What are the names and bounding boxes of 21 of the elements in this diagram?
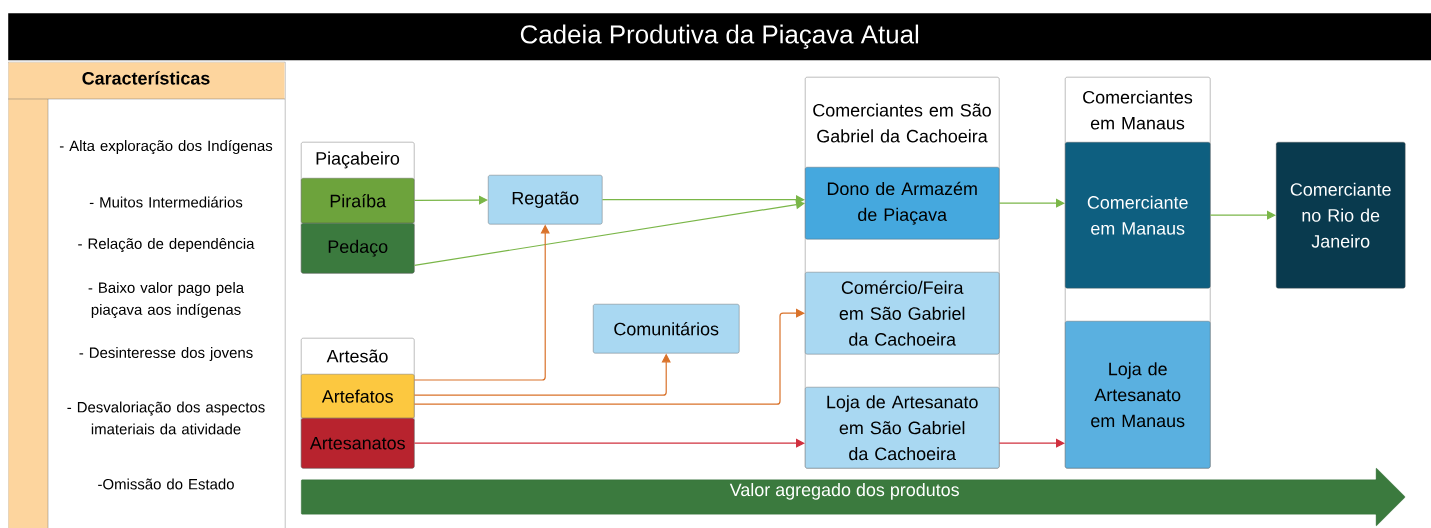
process-box: Loja de Artesanato em Manaus <box>1065 321 1211 469</box>
process-box: Artesanatos <box>301 418 415 469</box>
arrow <box>998 198 1065 208</box>
process-box: Artefatos <box>301 374 415 419</box>
arrow <box>998 438 1065 448</box>
process-box: Comerciante no Rio de Janeiro <box>1276 142 1406 289</box>
process-box: Loja de Artesanato em São Gabriel da Cachoeira <box>805 387 1000 469</box>
arrow <box>413 195 488 205</box>
process-box: Piraíba <box>301 178 415 224</box>
title-bar: Cadeia Produtiva da Piaçava Atual <box>8 13 1431 61</box>
process-box: Comerciante em Manaus <box>1065 142 1211 289</box>
arrow <box>413 308 805 405</box>
characteristics-panel: Características - Alta exploração dos Indígenas - Muitos Intermediários - Relação de dependência - Baixo valor pago pela piaçava aos indígenas - Desinteresse dos jovens - Desvaloriação dos aspectos imateriais da atividade -Omissão do Estado <box>7 62 286 528</box>
process-box: Regatão <box>488 175 603 225</box>
process-box: Comunitários <box>593 304 740 354</box>
arrow <box>1209 210 1276 220</box>
process-box: Dono de Armazém de Piaçava <box>805 167 1000 240</box>
arrow <box>413 438 805 448</box>
arrow <box>413 200 805 266</box>
process-box: Pedaço <box>301 223 415 274</box>
process-box: Comércio/Feira em São Gabriel da Cachoeira <box>805 272 1000 355</box>
